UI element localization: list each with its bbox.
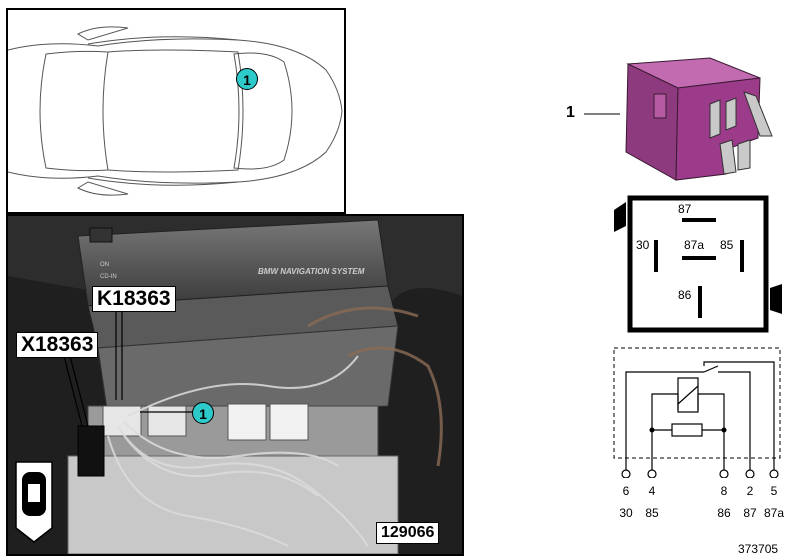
schematic-pin-num-5: 5 bbox=[770, 484, 778, 498]
schematic-pin-num-4: 2 bbox=[746, 484, 754, 498]
installation-photo: ON CD-IN BMW NAVIGATION SYSTEM K18363 X1… bbox=[6, 214, 464, 556]
schematic-pin-num-1: 6 bbox=[622, 484, 630, 498]
photo-drawing: ON CD-IN BMW NAVIGATION SYSTEM bbox=[8, 216, 462, 554]
pin-label-86: 86 bbox=[678, 288, 692, 302]
vehicle-location-panel: 1 bbox=[6, 8, 346, 214]
schematic-pin-term-5: 87a bbox=[763, 506, 785, 520]
relay-schematic: 6 4 8 2 5 30 85 86 87 87a bbox=[608, 344, 792, 524]
photo-ref-number: 129066 bbox=[376, 522, 440, 544]
location-callout: 1 bbox=[236, 68, 258, 90]
schematic-pin-term-3: 86 bbox=[717, 506, 731, 520]
diagram-id: 373705 bbox=[738, 542, 779, 556]
device-on-text: ON bbox=[100, 262, 109, 268]
schematic-pin-term-1: 30 bbox=[619, 506, 633, 520]
car-outline bbox=[7, 26, 343, 196]
schematic-pin-term-2: 85 bbox=[645, 506, 659, 520]
relay-pin-layout: 87 30 87a 85 86 bbox=[612, 192, 788, 338]
device-cdin-text: CD-IN bbox=[100, 274, 117, 280]
schematic-pin-term-4: 87 bbox=[743, 506, 757, 520]
device-brand-text: BMW NAVIGATION SYSTEM bbox=[258, 267, 365, 276]
pin-label-87a: 87a bbox=[684, 238, 705, 252]
pin-label-30: 30 bbox=[636, 238, 650, 252]
relay-illustration: 1 bbox=[560, 44, 800, 194]
part-number-label: 1 bbox=[566, 104, 575, 121]
relay-callout: 1 bbox=[192, 402, 214, 424]
pin-label-85: 85 bbox=[720, 238, 734, 252]
schematic-pin-num-3: 8 bbox=[720, 484, 728, 498]
connector-label-x: X18363 bbox=[16, 332, 99, 358]
connector-label-k: K18363 bbox=[92, 286, 176, 312]
schematic-pin-num-2: 4 bbox=[648, 484, 656, 498]
pin-label-87: 87 bbox=[678, 202, 692, 216]
